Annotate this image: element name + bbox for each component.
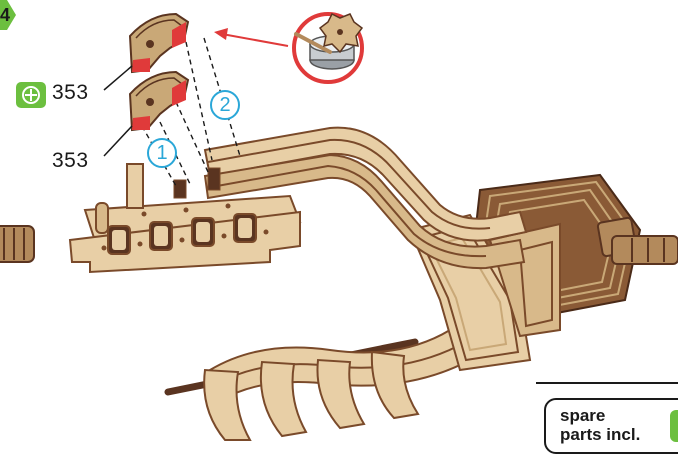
part-label-bottom: 353 [52, 149, 89, 173]
step-number: 4 [0, 5, 10, 25]
leader-line-bottom [104, 126, 132, 156]
order-marker-2: 2 [210, 90, 240, 120]
left-roller [0, 226, 34, 262]
spare-divider [536, 382, 678, 384]
part-label-top: 353 [52, 81, 89, 105]
spare-parts-box: spare parts incl. [544, 398, 678, 454]
order-marker-1: 1 [147, 138, 177, 168]
leader-line-top [104, 66, 132, 90]
spare-parts-icon [670, 410, 678, 442]
part-353-bottom [130, 72, 188, 130]
part-353-top [130, 14, 188, 72]
spare-parts-text: spare parts incl. [560, 406, 670, 444]
add-part-icon [16, 82, 46, 108]
lower-rail [168, 330, 470, 440]
glue-arrow [214, 28, 288, 46]
glue-pot-icon [294, 14, 362, 82]
